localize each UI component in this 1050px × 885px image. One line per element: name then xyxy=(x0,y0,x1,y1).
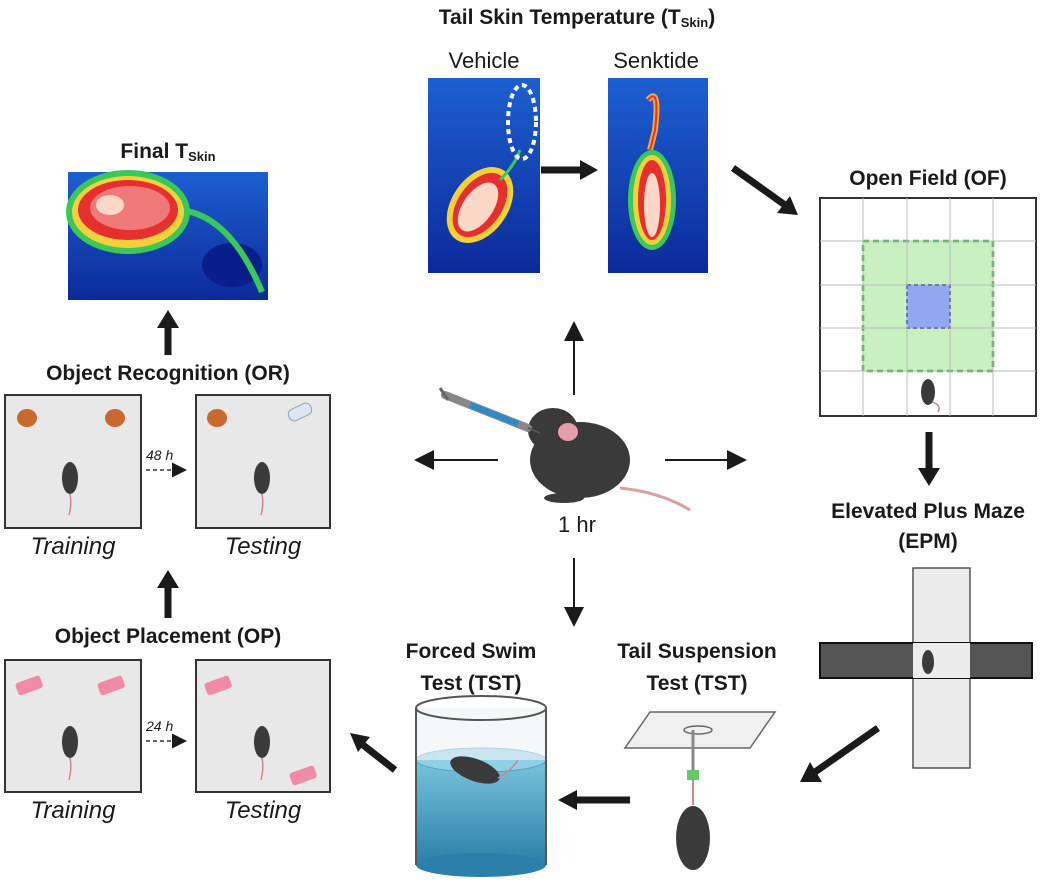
arrow-epm-to-tst xyxy=(812,725,881,775)
op-delay-label: 24 h xyxy=(146,718,174,734)
swim-mouse xyxy=(450,756,500,784)
forced-swim-label-line2: Test (TST) xyxy=(420,672,522,695)
epm-label-line2: (EPM) xyxy=(898,530,958,553)
time-label: 1 hr xyxy=(558,512,596,537)
of-mouse xyxy=(921,379,935,405)
injected-mouse xyxy=(528,408,691,512)
epm-mouse xyxy=(922,650,934,674)
arrow-senktide-to-of xyxy=(730,165,788,208)
vehicle-thermal-image xyxy=(428,78,540,273)
forced-swim-label-line1: Forced Swim xyxy=(405,640,537,663)
open-field-arena xyxy=(819,197,1037,417)
or-testing-arena xyxy=(195,394,331,529)
object-placement-label: Object Placement (OP) xyxy=(54,625,282,648)
senktide-thermal-image xyxy=(608,78,708,273)
op-testing-label: Testing xyxy=(224,797,302,824)
final-tskin-label: Final TSkin xyxy=(120,140,216,164)
forced-swim-cylinder xyxy=(415,695,547,877)
or-training-arena xyxy=(4,394,142,529)
op-training-label: Training xyxy=(30,797,116,824)
tail-skin-title: Tail Skin Temperature (TSkin) xyxy=(438,6,716,30)
or-delay-label: 48 h xyxy=(146,447,174,463)
senktide-label: Senktide xyxy=(613,48,699,73)
flow-arrows xyxy=(164,165,933,804)
syringe xyxy=(438,387,541,434)
epm-maze xyxy=(819,567,1033,769)
or-training-label: Training xyxy=(30,533,116,560)
or-testing-label: Testing xyxy=(224,533,302,560)
op-training-arena xyxy=(4,659,142,793)
arrow-swim-to-op xyxy=(360,742,398,773)
tail-suspension-label-line1: Tail Suspension xyxy=(617,640,777,663)
vehicle-label: Vehicle xyxy=(448,48,520,73)
open-field-label: Open Field (OF) xyxy=(849,167,1007,190)
tail-highlight-ellipse xyxy=(506,83,538,161)
tail-suspension-apparatus xyxy=(623,711,777,870)
final-tskin-thermal-image xyxy=(66,170,268,300)
epm-label-line1: Elevated Plus Maze xyxy=(831,500,1025,523)
object-recognition-label: Object Recognition (OR) xyxy=(46,362,290,385)
tail-suspension-label-line2: Test (TST) xyxy=(646,672,748,695)
suspended-mouse xyxy=(676,806,710,870)
op-testing-arena xyxy=(195,659,331,793)
